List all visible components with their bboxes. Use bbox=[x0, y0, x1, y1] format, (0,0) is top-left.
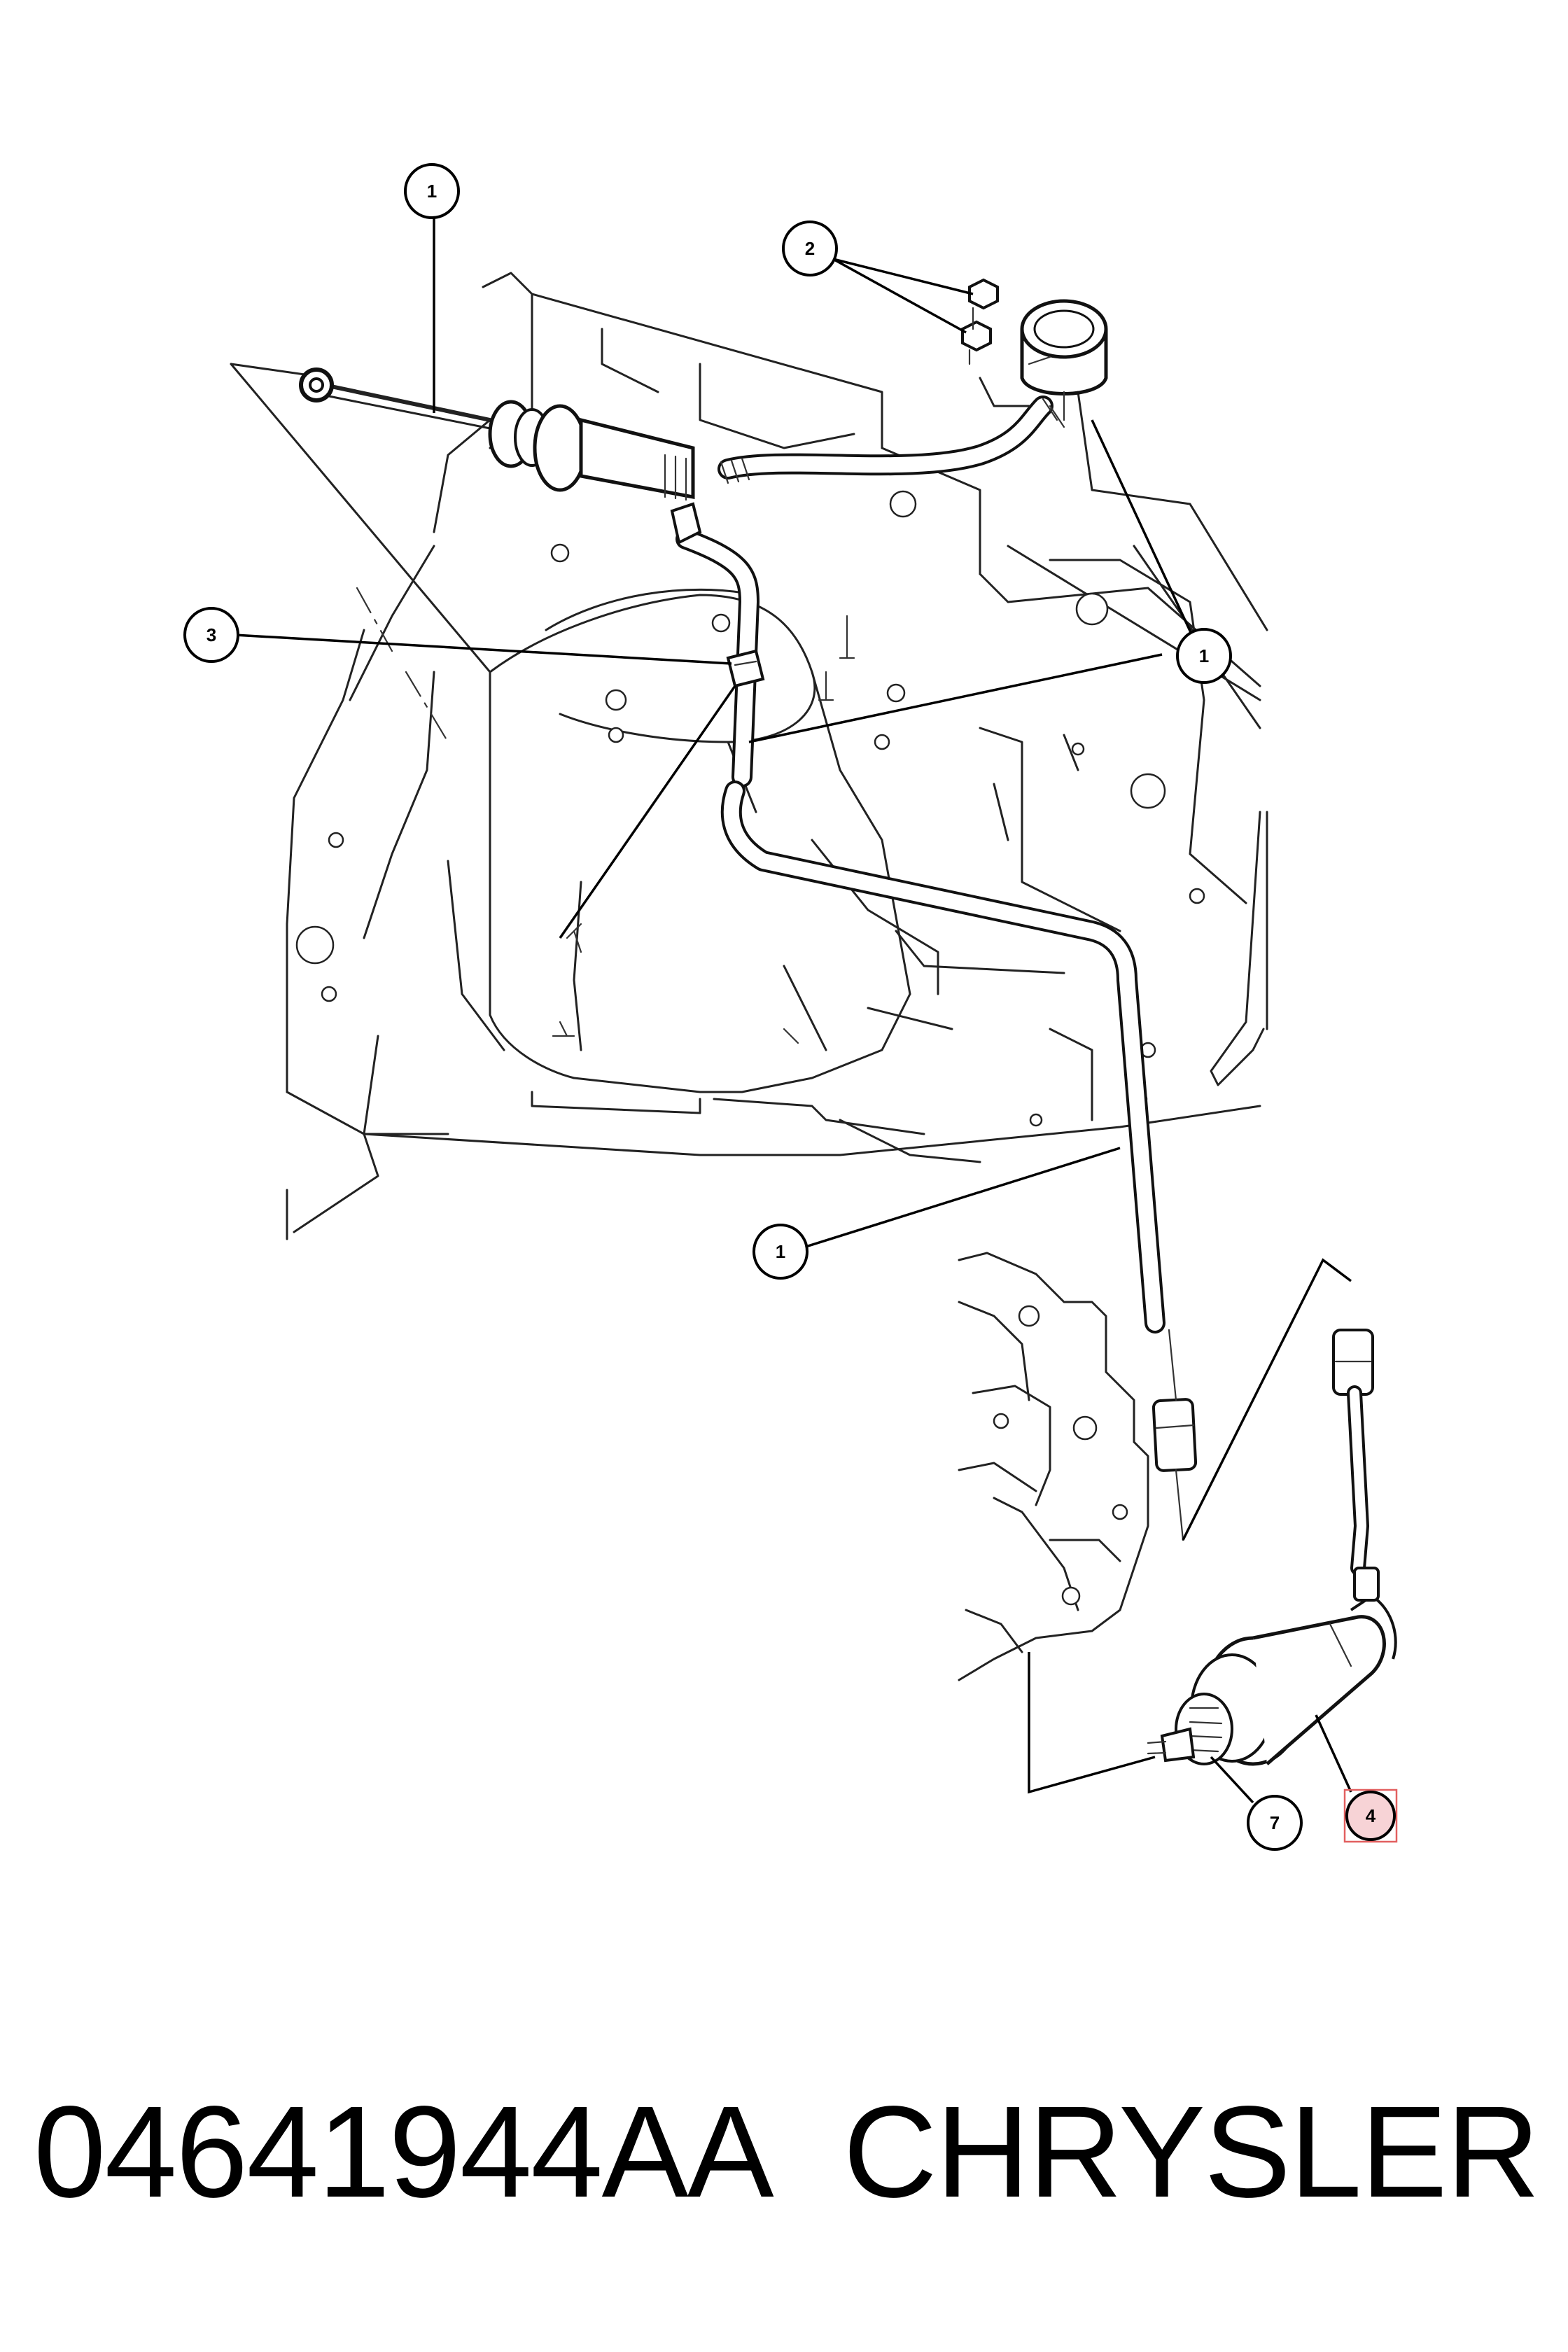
clutch-hydraulic-diagram: 1 2 1 3 1 7 4 bbox=[183, 163, 1398, 1851]
callout-label: 1 bbox=[427, 181, 437, 202]
callout-3-clip: 3 bbox=[183, 607, 239, 663]
callout-7-release-bearing: 7 bbox=[1247, 1795, 1303, 1851]
callout-label: 1 bbox=[776, 1241, 785, 1262]
callout-1-master-cylinder: 1 bbox=[404, 163, 460, 219]
hydraulic-line-clip bbox=[726, 649, 765, 688]
callout-label: 4 bbox=[1366, 1805, 1376, 1826]
callout-1-reservoir: 1 bbox=[1176, 628, 1232, 684]
clutch-hydraulic-line bbox=[676, 396, 1374, 1576]
part-number: 04641944AA bbox=[34, 2080, 774, 2225]
leader-lines bbox=[234, 210, 1352, 1804]
callout-4-slave-cylinder-highlighted[interactable]: 4 bbox=[1343, 1788, 1398, 1843]
part-caption: 04641944AA CHRYSLER bbox=[34, 2072, 1540, 2233]
clutch-slave-cylinder bbox=[1147, 1567, 1397, 1766]
callout-label: 2 bbox=[805, 238, 815, 259]
callout-label: 1 bbox=[1199, 645, 1209, 666]
callout-label: 3 bbox=[206, 624, 216, 645]
callout-2-nuts: 2 bbox=[782, 220, 838, 276]
callout-label: 7 bbox=[1270, 1812, 1280, 1833]
callout-1-hydraulic-line: 1 bbox=[752, 1224, 808, 1280]
brand-name: CHRYSLER bbox=[843, 2080, 1540, 2225]
clutch-master-cylinder bbox=[299, 278, 1108, 545]
transmission-housing bbox=[958, 1252, 1149, 1681]
